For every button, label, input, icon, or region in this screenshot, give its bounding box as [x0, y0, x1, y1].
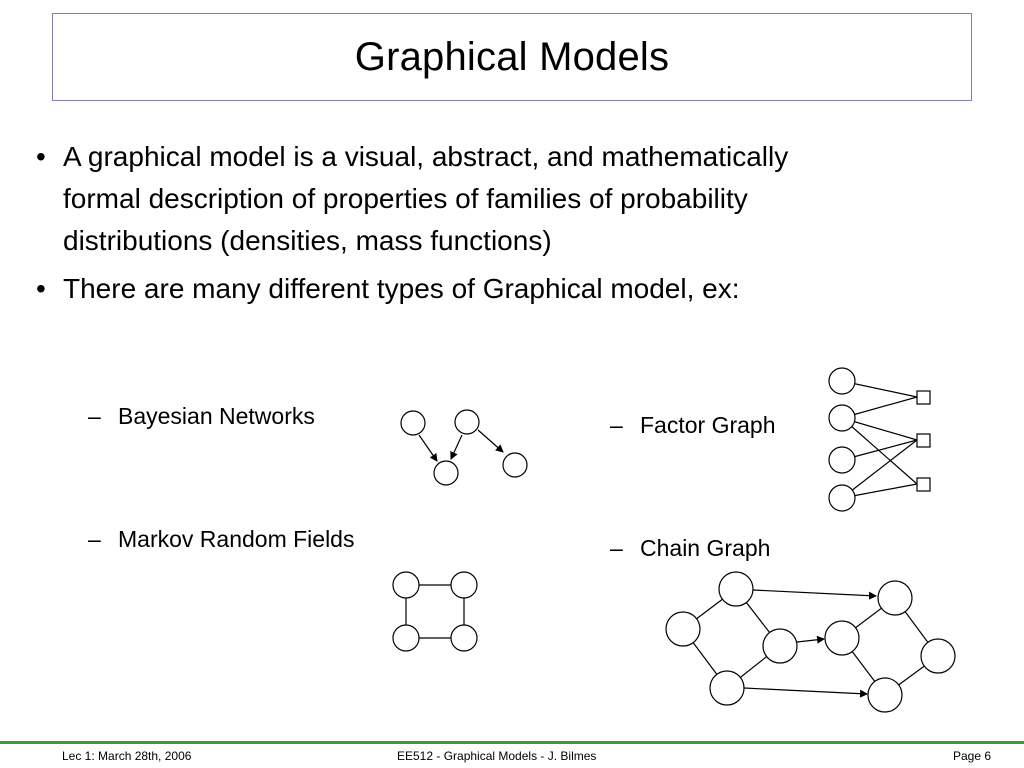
bn-edge: [450, 434, 463, 460]
cg-node: [824, 620, 860, 656]
cg-node: [877, 580, 913, 616]
fg-variable-node: [828, 484, 856, 512]
sub-label-chain: Chain Graph: [640, 535, 771, 561]
cg-node: [867, 677, 903, 713]
bn-node: [502, 452, 528, 478]
fg-variable-node: [828, 404, 856, 432]
bn-edge: [477, 429, 504, 453]
sub-dash: –: [610, 412, 623, 438]
bn-edge: [418, 434, 438, 462]
bullet-item-types: • There are many different types of Grap…: [36, 268, 976, 310]
bn-node: [454, 409, 480, 435]
cg-node: [920, 638, 956, 674]
bullet-line: There are many different types of Graphi…: [63, 273, 740, 304]
cg-edge: [752, 589, 877, 600]
title-box: Graphical Models: [52, 13, 972, 101]
sub-item-markov: –Markov Random Fields: [88, 525, 354, 553]
sub-dash: –: [88, 526, 101, 552]
footer-page-number: Page 6: [953, 749, 992, 763]
mrf-node: [450, 624, 478, 652]
bullet-list: • A graphical model is a visual, abstrac…: [36, 136, 976, 316]
footer-rule: [0, 741, 1024, 744]
cg-node: [718, 571, 754, 607]
fg-factor-node: [916, 433, 931, 448]
fg-variable-node: [828, 446, 856, 474]
mrf-node: [450, 571, 478, 599]
fg-edge: [841, 439, 918, 499]
bullet-marker: •: [36, 141, 46, 172]
bn-node: [433, 460, 459, 486]
slide-title: Graphical Models: [354, 34, 670, 79]
sub-item-chain: –Chain Graph: [610, 534, 770, 562]
fg-factor-node: [916, 477, 931, 492]
fg-variable-node: [828, 367, 856, 395]
bullet-line: formal description of properties of fami…: [63, 183, 748, 214]
mrf-node: [392, 624, 420, 652]
bullet-item-definition: • A graphical model is a visual, abstrac…: [36, 136, 976, 262]
sub-dash: –: [610, 535, 623, 561]
cg-node: [762, 628, 798, 664]
sub-dash: –: [88, 403, 101, 429]
cg-edge: [796, 635, 825, 644]
bullet-line: distributions (densities, mass functions…: [63, 225, 552, 256]
fg-factor-node: [916, 390, 931, 405]
fg-edge: [841, 417, 918, 485]
sub-label-markov: Markov Random Fields: [118, 526, 355, 552]
cg-node: [709, 670, 745, 706]
sub-label-factor: Factor Graph: [640, 412, 776, 438]
cg-edge: [743, 687, 868, 698]
mrf-node: [392, 571, 420, 599]
cg-node: [665, 611, 701, 647]
bullet-marker: •: [36, 273, 46, 304]
bn-node: [400, 410, 426, 436]
sub-item-factor: –Factor Graph: [610, 411, 776, 439]
footer-lecture-date: Lec 1: March 28th, 2006: [62, 749, 192, 763]
sub-label-bayesian: Bayesian Networks: [118, 403, 315, 429]
footer-course-title: EE512 - Graphical Models - J. Bilmes: [397, 749, 597, 763]
sub-item-bayesian: –Bayesian Networks: [88, 402, 315, 430]
bullet-line: A graphical model is a visual, abstract,…: [63, 141, 789, 172]
